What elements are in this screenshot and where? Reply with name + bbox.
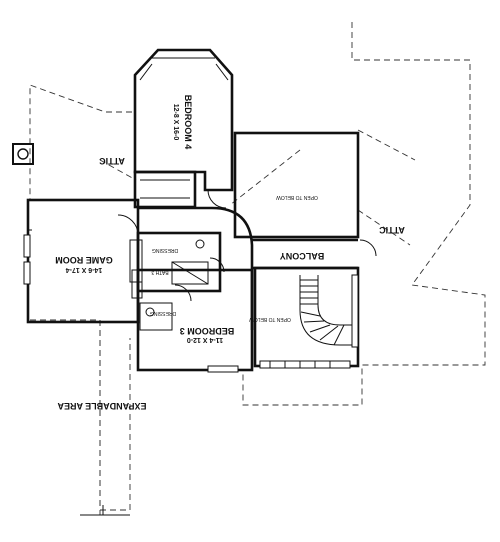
dressing-2-label: DRESSING [150,310,176,316]
bath-block [129,231,225,299]
bedroom4-dims: 12-8 X 16-0 [172,104,179,141]
open-below-lower-label: OPEN TO BELOW [249,316,291,322]
staircase [299,274,359,348]
vent-icon [12,143,34,165]
bedroom4-walls [133,48,234,192]
bedroom3-name: BEDROOM 3 [180,326,235,336]
game-room-dims: 14-6 X 17-4 [66,266,103,273]
open-below-upper-label: OPEN TO BELOW [276,194,318,200]
bedroom3-dims: 11-4 X 12-0 [187,336,223,343]
bedroom4-name: BEDROOM 4 [183,95,193,150]
attic-right-label: ATTIC [379,225,405,235]
bath-label: BATH 3 [151,269,168,275]
balcony-label: BALCONY [280,251,325,261]
post-base [80,505,130,516]
closet-b4 [133,170,197,209]
expandable-label: EXPANDABLE AREA [57,401,147,411]
dressing-1-label: DRESSING [152,247,178,253]
attic-left-label: ATTIC [99,156,125,166]
game-room-name: GAME ROOM [55,255,113,265]
open-below-upper [233,131,360,239]
bedroom3-walls [136,268,254,373]
